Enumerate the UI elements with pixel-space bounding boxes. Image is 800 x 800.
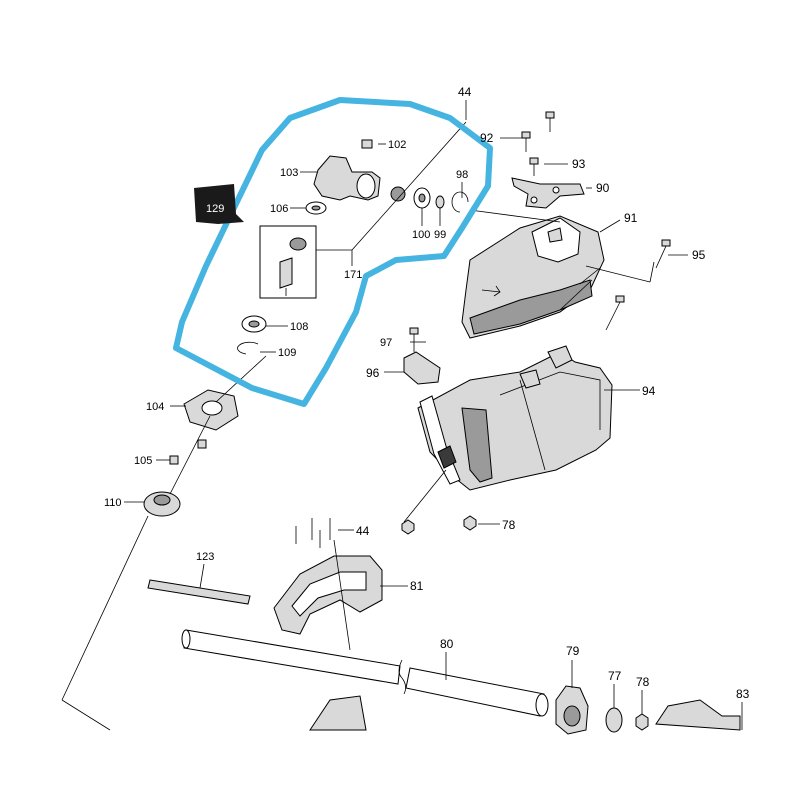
- label-109: 109: [278, 347, 296, 359]
- label-99: 99: [434, 229, 446, 241]
- flange-part-104: [183, 389, 239, 431]
- nut-part-78-bottom: [635, 713, 649, 731]
- bracket-part-90: [511, 177, 585, 209]
- label-171: 171: [344, 269, 362, 281]
- handle-part-81: [273, 555, 383, 635]
- label-93: 93: [572, 157, 586, 171]
- screw-part-97: [409, 327, 419, 352]
- part-labels: 44 92 93 90 91 95 102 103 129 106 98 100…: [104, 85, 750, 701]
- ring-part-77: [605, 707, 623, 733]
- screw-part-105: [169, 439, 207, 465]
- shaft-tube-part-80: [181, 629, 549, 717]
- label-79: 79: [566, 644, 580, 658]
- label-97: 97: [380, 337, 392, 349]
- label-129: 129: [206, 203, 224, 215]
- housing-part-83: [655, 699, 741, 731]
- screw-part-92: [521, 111, 555, 152]
- clip-part-96: [403, 351, 441, 385]
- label-91: 91: [624, 211, 638, 225]
- motor-cover-part-91: [461, 215, 605, 339]
- label-104: 104: [146, 401, 164, 413]
- label-78-mid: 78: [502, 518, 516, 532]
- label-95: 95: [692, 248, 706, 262]
- label-106: 106: [270, 203, 288, 215]
- label-83: 83: [736, 687, 750, 701]
- label-108: 108: [290, 321, 308, 333]
- label-100: 100: [412, 229, 430, 241]
- screw-part-93: [529, 157, 539, 176]
- bolt-part-95: [605, 239, 671, 331]
- label-98: 98: [456, 169, 468, 181]
- support-part-80-lower: [309, 695, 367, 731]
- guard-part-94: [417, 345, 613, 491]
- label-105: 105: [134, 455, 152, 467]
- label-44-top: 44: [458, 85, 472, 99]
- label-110: 110: [104, 497, 122, 509]
- label-90: 90: [596, 181, 610, 195]
- nut-part-78-mid: [401, 515, 477, 535]
- label-102: 102: [388, 139, 406, 151]
- label-92: 92: [480, 131, 494, 145]
- screws-part-44-mid: [295, 518, 331, 548]
- label-123: 123: [196, 551, 214, 563]
- label-94: 94: [642, 384, 656, 398]
- label-103: 103: [280, 167, 298, 179]
- clamp-part-79: [555, 685, 589, 735]
- label-81: 81: [410, 579, 424, 593]
- callout-tab-129: [194, 184, 244, 224]
- label-80: 80: [440, 637, 454, 651]
- washer-part-110: [143, 491, 181, 517]
- label-44-mid: 44: [356, 524, 370, 538]
- label-96: 96: [366, 366, 380, 380]
- label-strip-part-123: [147, 579, 251, 605]
- highlight-outline: [173, 97, 493, 407]
- label-77: 77: [608, 669, 622, 683]
- label-78-bottom: 78: [636, 675, 650, 689]
